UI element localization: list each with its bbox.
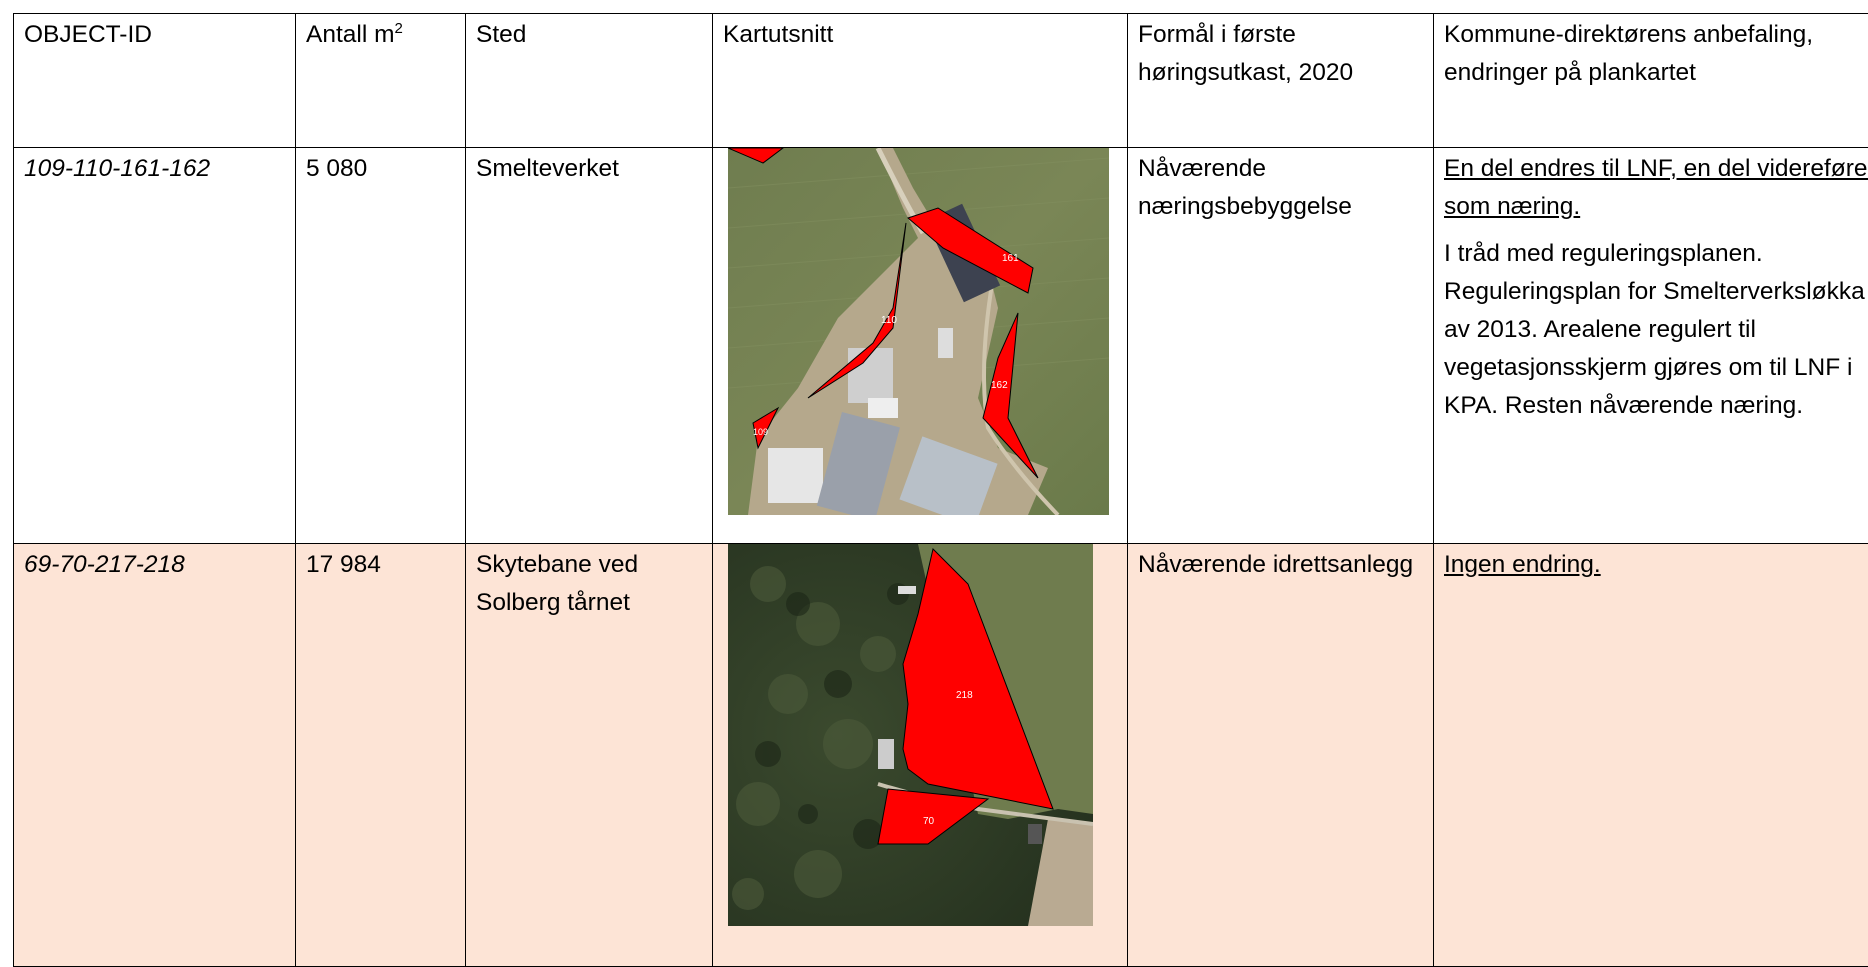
header-antall: Antall m2 [296,14,466,148]
object-id-cell: 109-110-161-162 [14,148,296,544]
antall-cell: 5 080 [296,148,466,544]
map-label-161: 161 [1002,253,1019,264]
kommune-cell: Ingen endring. [1434,544,1868,967]
header-kommune: Kommune-direktørens anbefaling, endringe… [1434,14,1868,148]
map-cell: 161 110 162 109 [713,148,1128,544]
recommendation-note: I tråd med reguleringsplanen. Regulering… [1444,235,1868,425]
sted-cell: Skytebane ved Solberg tårnet [466,544,713,967]
header-antall-superscript: 2 [395,20,403,37]
sted-cell: Smelteverket [466,148,713,544]
formal-cell: Nåværende idrettsanlegg [1128,544,1434,967]
map-label-109: 109 [753,427,768,437]
map-label-110: 110 [881,315,897,326]
aerial-map-skytebane: 218 70 [728,544,1093,926]
header-kartutsnitt: Kartutsnitt [713,14,1128,148]
antall-cell: 17 984 [296,544,466,967]
header-object-id: OBJECT-ID [14,14,296,148]
planning-table: OBJECT-ID Antall m2 Sted Kartutsnitt For… [13,13,1868,967]
map-label-218: 218 [956,690,973,701]
formal-cell: Nåværende næringsbebyggelse [1128,148,1434,544]
table-row: 109-110-161-162 5 080 Smelteverket [14,148,1868,544]
table-row: 69-70-217-218 17 984 Skytebane ved Solbe… [14,544,1868,967]
header-antall-text: Antall m [306,21,395,48]
map-cell: 218 70 [713,544,1128,967]
map-label-70: 70 [923,816,935,827]
recommendation-text: En del endres til LNF, en del videreføre… [1444,150,1868,226]
map-label-162: 162 [991,380,1008,391]
header-sted: Sted [466,14,713,148]
aerial-map-smelteverket: 161 110 162 109 [728,148,1109,515]
kommune-cell: En del endres til LNF, en del videreføre… [1434,148,1868,544]
recommendation-text: Ingen endring. [1444,546,1868,584]
object-id-cell: 69-70-217-218 [14,544,296,967]
header-formal: Formål i første høringsutkast, 2020 [1128,14,1434,148]
table-header-row: OBJECT-ID Antall m2 Sted Kartutsnitt For… [14,14,1868,148]
